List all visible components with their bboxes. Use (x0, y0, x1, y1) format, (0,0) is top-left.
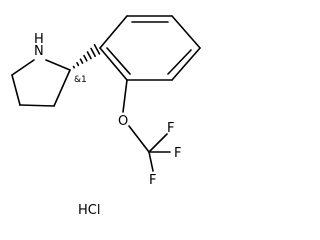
bond-c4-c3 (19, 104, 55, 107)
bond-c5-c4 (11, 74, 21, 106)
stereo-descriptor: &1 (74, 75, 87, 85)
salt-label: HCl (78, 203, 100, 218)
benzene-ring (99, 15, 201, 81)
bond-c-f-bottom (148, 151, 154, 172)
nitrogen-label: N (34, 44, 44, 59)
hashed-wedge-bond (72, 43, 101, 69)
bond-c3-c2 (53, 69, 71, 107)
chemical-structure-diagram: N H &1 O F F F HCl (11, 15, 201, 218)
fluorine-right-label: F (174, 146, 181, 161)
hydrogen-label: H (34, 32, 44, 47)
bond-n-c2 (45, 59, 71, 71)
fluorine-bottom-label: F (149, 173, 156, 188)
trifluoromethoxy-group (122, 79, 171, 172)
fluorine-top-label: F (167, 121, 174, 136)
bond-aryl-o (122, 79, 128, 113)
bond-o-c (128, 125, 150, 153)
bond-n-c5 (11, 59, 35, 76)
bond-c-f-top (148, 133, 168, 153)
oxygen-label: O (118, 114, 128, 129)
pyrrolidine-ring (11, 59, 71, 107)
